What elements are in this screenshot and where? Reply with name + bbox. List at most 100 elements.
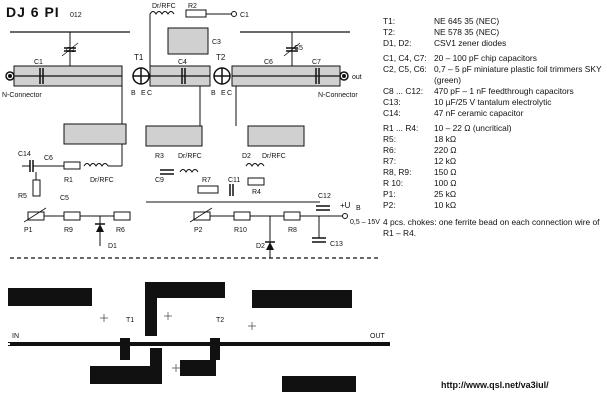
parts-row: P2: 10 kΩ xyxy=(383,200,605,211)
part-value: 10 – 22 Ω (uncritical) xyxy=(434,123,512,133)
r-right-label: D2 xyxy=(242,153,251,160)
t1-b-label: B xyxy=(131,90,136,97)
part-key: T1: xyxy=(383,16,396,26)
t2-transistor xyxy=(213,67,231,85)
r6-label: R6 xyxy=(116,227,125,234)
part-key: C1, C4, C7: xyxy=(383,53,427,63)
r4-label: R4 xyxy=(252,189,261,196)
part-key: R7: xyxy=(383,156,397,166)
parts-row: T1:NE 645 35 (NEC) xyxy=(383,16,605,27)
parts-row: C1, C4, C7: 20 – 100 pF chip capacitors xyxy=(383,53,605,64)
dr-rfc-left-label: Dr/RFC xyxy=(90,177,114,184)
part-value: 150 Ω xyxy=(434,167,457,177)
d7-label: D2 xyxy=(256,243,265,250)
parts-row: R1 ... R4:10 – 22 Ω (uncritical) xyxy=(383,123,605,134)
part-value: 470 pF – 1 nF feedthrough capacitors xyxy=(434,86,574,96)
r5-label: R5 xyxy=(18,193,27,200)
c1-label: C1 xyxy=(34,59,43,66)
r4-resistor xyxy=(247,177,265,186)
pcb-mounting-marks xyxy=(100,312,256,372)
dr-rfc-right-label: Dr/RFC xyxy=(262,153,286,160)
part-value: CSV1 zener diodes xyxy=(434,38,507,48)
parts-row: R5: 18 kΩ xyxy=(383,134,605,145)
dr-rfc-mid-label: Dr/RFC xyxy=(178,153,202,160)
t1-c-label: C xyxy=(147,90,152,97)
p1-label: P1 xyxy=(24,227,33,234)
rfc-left-coil xyxy=(83,163,109,167)
pcb-traces xyxy=(8,282,390,392)
part-value: 100 Ω xyxy=(434,178,457,188)
parts-row: C2, C5, C6:0,7 – 5 pF miniature plastic … xyxy=(383,64,605,86)
bias-pad-mid xyxy=(145,125,203,147)
part-key: D1, D2: xyxy=(383,38,412,48)
parts-row: T2:NE 578 35 (NEC) xyxy=(383,27,605,38)
r8-label: R8 xyxy=(288,227,297,234)
rfc-right-coil xyxy=(245,163,265,167)
r2-label: R2 xyxy=(188,3,197,10)
n-connector-left-label: N-Connector xyxy=(2,92,42,99)
part-value: 25 kΩ xyxy=(434,189,457,199)
parts-row: C8 ... C12:470 pF – 1 nF feedthrough cap… xyxy=(383,86,605,97)
n-connector-left xyxy=(5,71,15,81)
parts-row: R7:12 kΩ xyxy=(383,156,605,167)
r3-label: R3 xyxy=(155,153,164,160)
c8-label: C6 xyxy=(44,155,53,162)
bias-pad-left xyxy=(63,123,127,145)
c3-pad xyxy=(167,27,209,55)
p1-pot xyxy=(27,211,45,221)
supply-terminal xyxy=(342,213,348,219)
c5-left-label: C5 xyxy=(60,195,69,202)
part-value: 10 kΩ xyxy=(434,200,457,210)
c6-label: C6 xyxy=(264,59,273,66)
ub-sub-label: B xyxy=(356,205,361,212)
c9-label: C9 xyxy=(155,177,164,184)
ub-label: +U xyxy=(340,201,351,210)
part-value: 10 µF/25 V tantalum electrolytic xyxy=(434,97,552,107)
part-value: 18 kΩ xyxy=(434,134,457,144)
p2-pot xyxy=(193,211,211,221)
t2-e-label: E xyxy=(221,90,226,97)
p2-label: P2 xyxy=(194,227,203,234)
schematic-code: 012 xyxy=(70,12,82,19)
part-key: C14: xyxy=(383,108,401,118)
c5-label: C5 xyxy=(294,45,303,52)
r10-label: R10 xyxy=(234,227,247,234)
r6-resistor xyxy=(113,211,131,221)
part-value: NE 578 35 (NEC) xyxy=(434,27,500,37)
chokes-note: 4 pcs. chokes: one ferrite bead on each … xyxy=(383,217,600,238)
t2-label: T2 xyxy=(216,53,226,62)
part-key: R5: xyxy=(383,134,397,144)
parts-row: C13:10 µF/25 V tantalum electrolytic xyxy=(383,97,605,108)
pcb-t1-label: T1 xyxy=(126,317,134,324)
r1-resistor xyxy=(63,161,81,170)
r5-resistor xyxy=(32,179,41,197)
c11-label: C11 xyxy=(228,177,240,184)
parts-row: C14:47 nF ceramic capacitor xyxy=(383,108,605,119)
c14-label: C14 xyxy=(18,151,31,158)
parts-row: D1, D2: CSV1 zener diodes xyxy=(383,38,605,49)
part-key: R 10: xyxy=(383,178,404,188)
t2-b-label: B xyxy=(211,90,216,97)
r7-label: R7 xyxy=(202,177,211,184)
pcb-t2-label: T2 xyxy=(216,317,224,324)
parts-row: P1: 25 kΩ xyxy=(383,189,605,200)
part-key: P2: xyxy=(383,200,396,210)
r1-label: R1 xyxy=(64,177,73,184)
parts-row: R8, R9:150 Ω xyxy=(383,167,605,178)
t2-c-label: C xyxy=(227,90,232,97)
source-url[interactable]: http://www.qsl.net/va3iul/ xyxy=(441,380,549,390)
c13-label: C13 xyxy=(330,241,343,248)
rfc-mid-coil xyxy=(179,169,199,173)
part-value: 20 – 100 pF chip capacitors xyxy=(434,53,537,63)
out-label: out xyxy=(352,74,362,81)
t1-e-label: E xyxy=(141,90,146,97)
r7-resistor xyxy=(197,185,219,194)
pcb-out-label: OUT xyxy=(370,333,386,340)
part-key: P1: xyxy=(383,189,396,199)
parts-list: T1:NE 645 35 (NEC) T2:NE 578 35 (NEC) D1… xyxy=(383,16,605,239)
part-value: 220 Ω xyxy=(434,145,457,155)
t1-label: T1 xyxy=(134,53,144,62)
part-value: 0,7 – 5 pF miniature plastic foil trimme… xyxy=(434,64,602,85)
